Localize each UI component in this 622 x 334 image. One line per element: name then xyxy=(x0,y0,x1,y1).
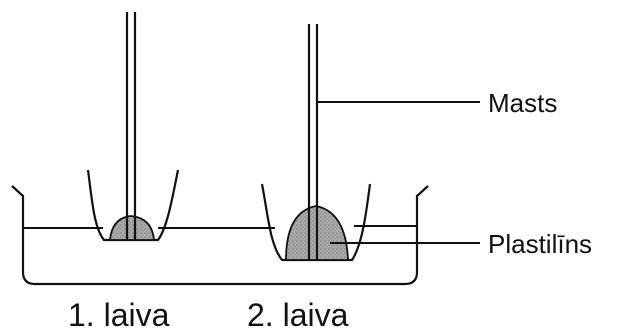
boat-2-label: 2. laiva xyxy=(247,297,349,333)
water-tank xyxy=(11,185,429,286)
boat-1-label: 1. laiva xyxy=(68,297,170,333)
tank-outline xyxy=(11,185,429,286)
boat-1-plasticine xyxy=(109,215,155,241)
mast-label: Masts xyxy=(488,88,557,118)
plasticine-label: Plastilīns xyxy=(488,229,592,259)
boat-1 xyxy=(86,12,180,242)
boat-2 xyxy=(260,24,372,262)
